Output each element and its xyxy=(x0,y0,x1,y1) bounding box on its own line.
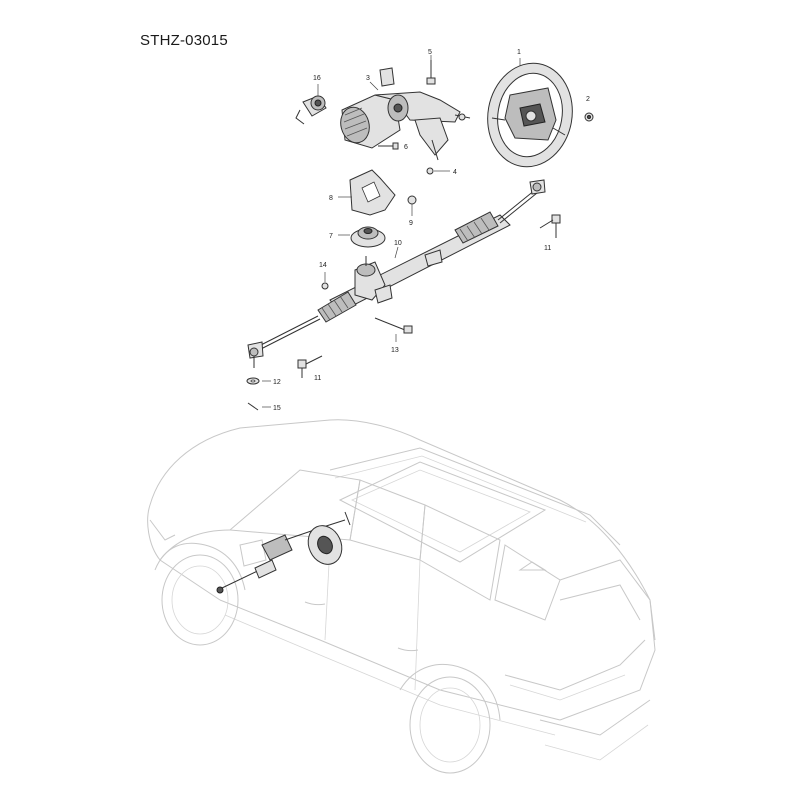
callout-4: 4 xyxy=(453,169,457,176)
callout-8: 8 xyxy=(329,195,333,202)
callout-11-left: 11 xyxy=(314,375,321,382)
part-4-nut xyxy=(426,167,450,175)
callout-5: 5 xyxy=(428,49,432,56)
tie-rod-end-right xyxy=(529,179,546,195)
callout-15: 15 xyxy=(273,405,281,412)
part-11-pin-left xyxy=(297,355,323,378)
callout-1: 1 xyxy=(517,49,521,56)
callout-16: 16 xyxy=(313,75,321,82)
callout-11-right: 11 xyxy=(544,245,551,252)
callout-12: 12 xyxy=(273,379,281,386)
part-9-nut xyxy=(407,195,417,216)
callout-9: 9 xyxy=(409,220,413,227)
part-11-pin-right xyxy=(539,214,561,238)
tie-rod-end-left xyxy=(247,341,264,368)
vehicle-outline xyxy=(147,419,656,774)
callout-7: 7 xyxy=(329,233,333,240)
callout-3: 3 xyxy=(366,75,370,82)
installed-steering-assembly xyxy=(216,511,351,594)
part-15-cotter-pin xyxy=(247,402,271,411)
part-16-ignition-switch xyxy=(295,84,327,125)
diagram-title: STHZ-03015 xyxy=(140,32,228,49)
callout-6: 6 xyxy=(404,144,408,151)
callout-13: 13 xyxy=(391,347,399,354)
part-6-bolt xyxy=(378,142,399,150)
part-5-bolt xyxy=(426,55,436,85)
part-3-steering-column xyxy=(340,67,471,161)
callout-2: 2 xyxy=(586,96,590,103)
part-10-steering-rack xyxy=(254,189,538,352)
part-2-nut xyxy=(584,112,594,122)
callout-10: 10 xyxy=(394,240,402,247)
callout-14: 14 xyxy=(319,262,327,269)
part-7-boot xyxy=(338,226,386,248)
part-1-steering-wheel xyxy=(487,58,573,168)
part-12-washer xyxy=(246,377,271,385)
part-8-bracket xyxy=(338,169,396,216)
part-13-bolt xyxy=(374,317,413,342)
part-14-nut xyxy=(321,272,329,290)
